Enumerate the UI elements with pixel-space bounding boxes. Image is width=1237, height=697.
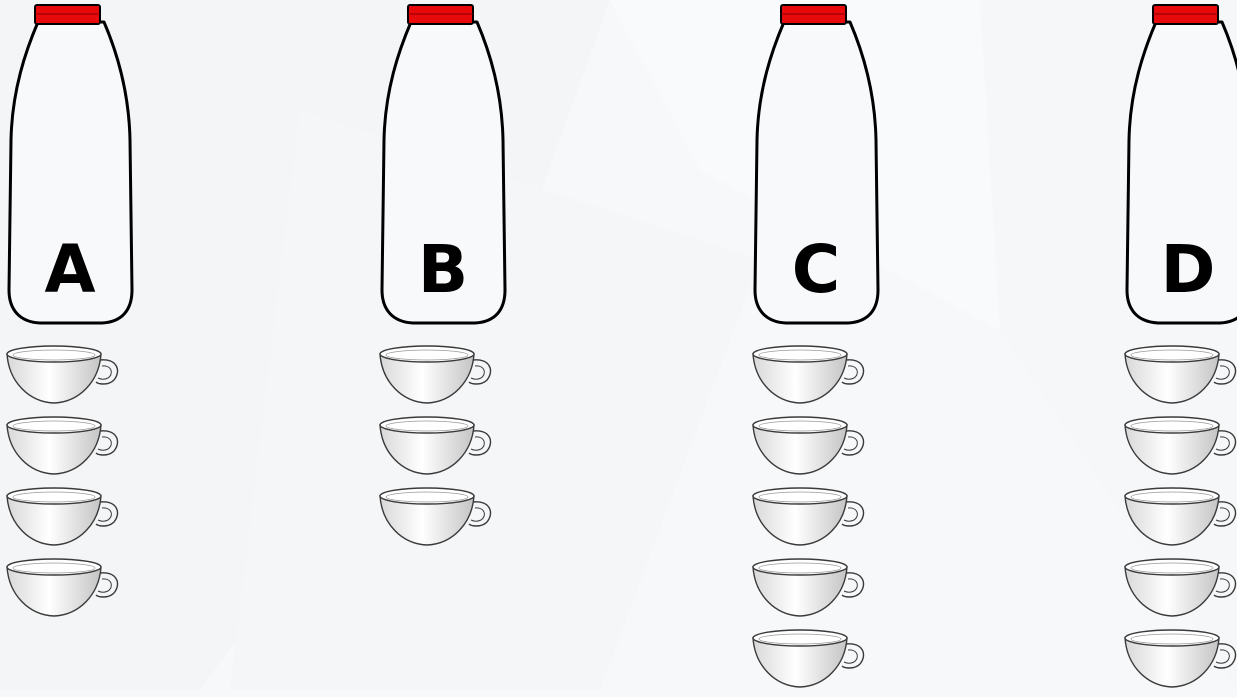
bottle-label: C [791, 231, 841, 308]
milk-bottle [380, 4, 507, 325]
bottle-label: B [417, 231, 469, 308]
milk-bottle-icon [7, 20, 134, 325]
teacup-icon [379, 487, 492, 546]
cup [1122, 413, 1237, 477]
cup [1122, 342, 1237, 406]
bottle-group-d: D [1118, 0, 1237, 690]
cup [377, 484, 507, 548]
cup [4, 413, 134, 477]
cup [377, 342, 507, 406]
cup [377, 413, 507, 477]
teacup-icon [1124, 558, 1237, 617]
cup [750, 555, 880, 619]
bottle-label: D [1160, 231, 1216, 308]
teacup-icon [6, 345, 119, 404]
milk-bottle-icon [1125, 20, 1237, 325]
teacup-icon [752, 416, 865, 475]
cup [750, 342, 880, 406]
milk-bottle-icon [380, 20, 507, 325]
teacup-icon [752, 487, 865, 546]
teacup-icon [1124, 416, 1237, 475]
teacup-icon [6, 487, 119, 546]
bottle-label: A [44, 231, 96, 308]
teacup-icon [1124, 487, 1237, 546]
cup [750, 484, 880, 548]
cup-stack [377, 342, 507, 555]
teacup-icon [379, 345, 492, 404]
cup-stack [1122, 342, 1237, 697]
teacup-icon [6, 558, 119, 617]
cup [4, 484, 134, 548]
teacup-icon [6, 416, 119, 475]
milk-bottle-icon [753, 20, 880, 325]
cup [1122, 555, 1237, 619]
bottle-cap-icon [34, 4, 101, 25]
cup [750, 413, 880, 477]
bottle-cap-icon [407, 4, 474, 25]
bottle-cap-icon [1152, 4, 1219, 25]
bottle-group-a: A [0, 0, 140, 690]
milk-bottle [7, 4, 134, 325]
cup [1122, 626, 1237, 690]
cup [4, 555, 134, 619]
bottle-group-c: C [746, 0, 886, 690]
teacup-icon [1124, 629, 1237, 688]
cup [1122, 484, 1237, 548]
milk-bottle [753, 4, 880, 325]
teacup-icon [379, 416, 492, 475]
milk-bottle [1125, 4, 1237, 325]
bottle-cap-icon [780, 4, 847, 25]
teacup-icon [752, 345, 865, 404]
teacup-icon [1124, 345, 1237, 404]
teacup-icon [752, 629, 865, 688]
cup [750, 626, 880, 690]
cup-stack [750, 342, 880, 697]
cup-stack [4, 342, 134, 626]
teacup-icon [752, 558, 865, 617]
cup [4, 342, 134, 406]
bottle-group-b: B [373, 0, 513, 690]
